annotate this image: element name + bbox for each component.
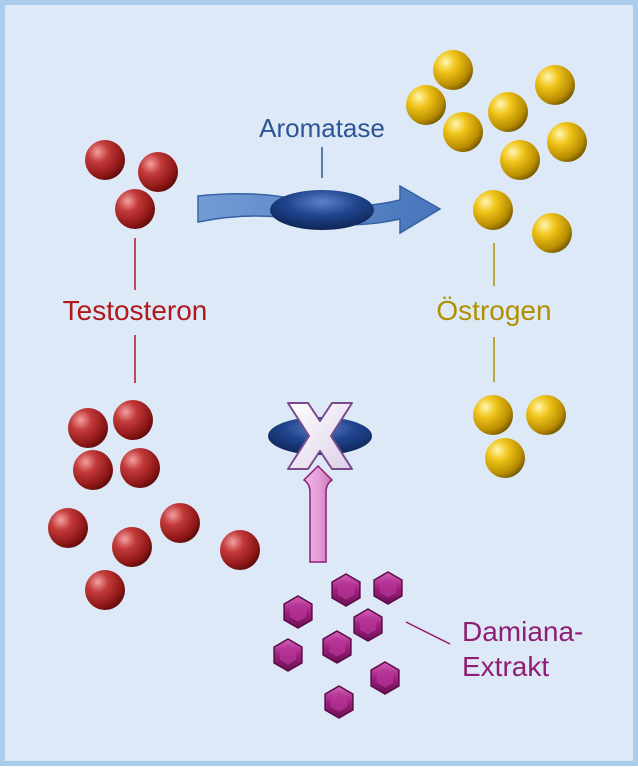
inhibitor-label-line2: Extrakt [462,651,549,682]
gold-sphere [532,213,572,253]
gold-sphere [443,112,483,152]
product-label: Östrogen [436,295,551,326]
gold-sphere [433,50,473,90]
connector-lines [134,147,495,645]
gold-sphere [488,92,528,132]
gold-sphere [526,395,566,435]
purple-hexagon-facet [359,615,377,635]
red-sphere [113,400,153,440]
gold-sphere [547,122,587,162]
purple-hexagon-facet [328,637,346,657]
purple-hexagon-facet [376,668,394,688]
purple-hexagon-facet [337,580,355,600]
estrogen-molecules [406,50,587,478]
gold-sphere [485,438,525,478]
purple-hexagon-facet [379,578,397,598]
block-x-icon [287,402,353,470]
gold-sphere [535,65,575,105]
red-sphere [120,448,160,488]
purple-hexagon-facet [279,645,297,665]
testosterone-molecules [48,140,260,610]
substrate-label: Testosteron [63,295,208,326]
red-sphere [138,152,178,192]
gold-sphere [500,140,540,180]
inhibitor-label-line1: Damiana- [462,616,583,647]
red-sphere [85,570,125,610]
inhibitor-connector [405,621,451,645]
red-sphere [73,450,113,490]
red-sphere [115,189,155,229]
red-sphere [68,408,108,448]
purple-hexagon-facet [289,602,307,622]
red-sphere [48,508,88,548]
background [5,5,633,761]
red-sphere [160,503,200,543]
gold-sphere [406,85,446,125]
gold-sphere [473,190,513,230]
damiana-molecules [273,571,403,719]
aromatase-enzyme [270,190,374,230]
purple-hexagon-facet [330,692,348,712]
gold-sphere [473,395,513,435]
enzyme-label: Aromatase [259,113,385,143]
red-sphere [85,140,125,180]
up-arrow [302,464,334,563]
red-sphere [220,530,260,570]
red-sphere [112,527,152,567]
